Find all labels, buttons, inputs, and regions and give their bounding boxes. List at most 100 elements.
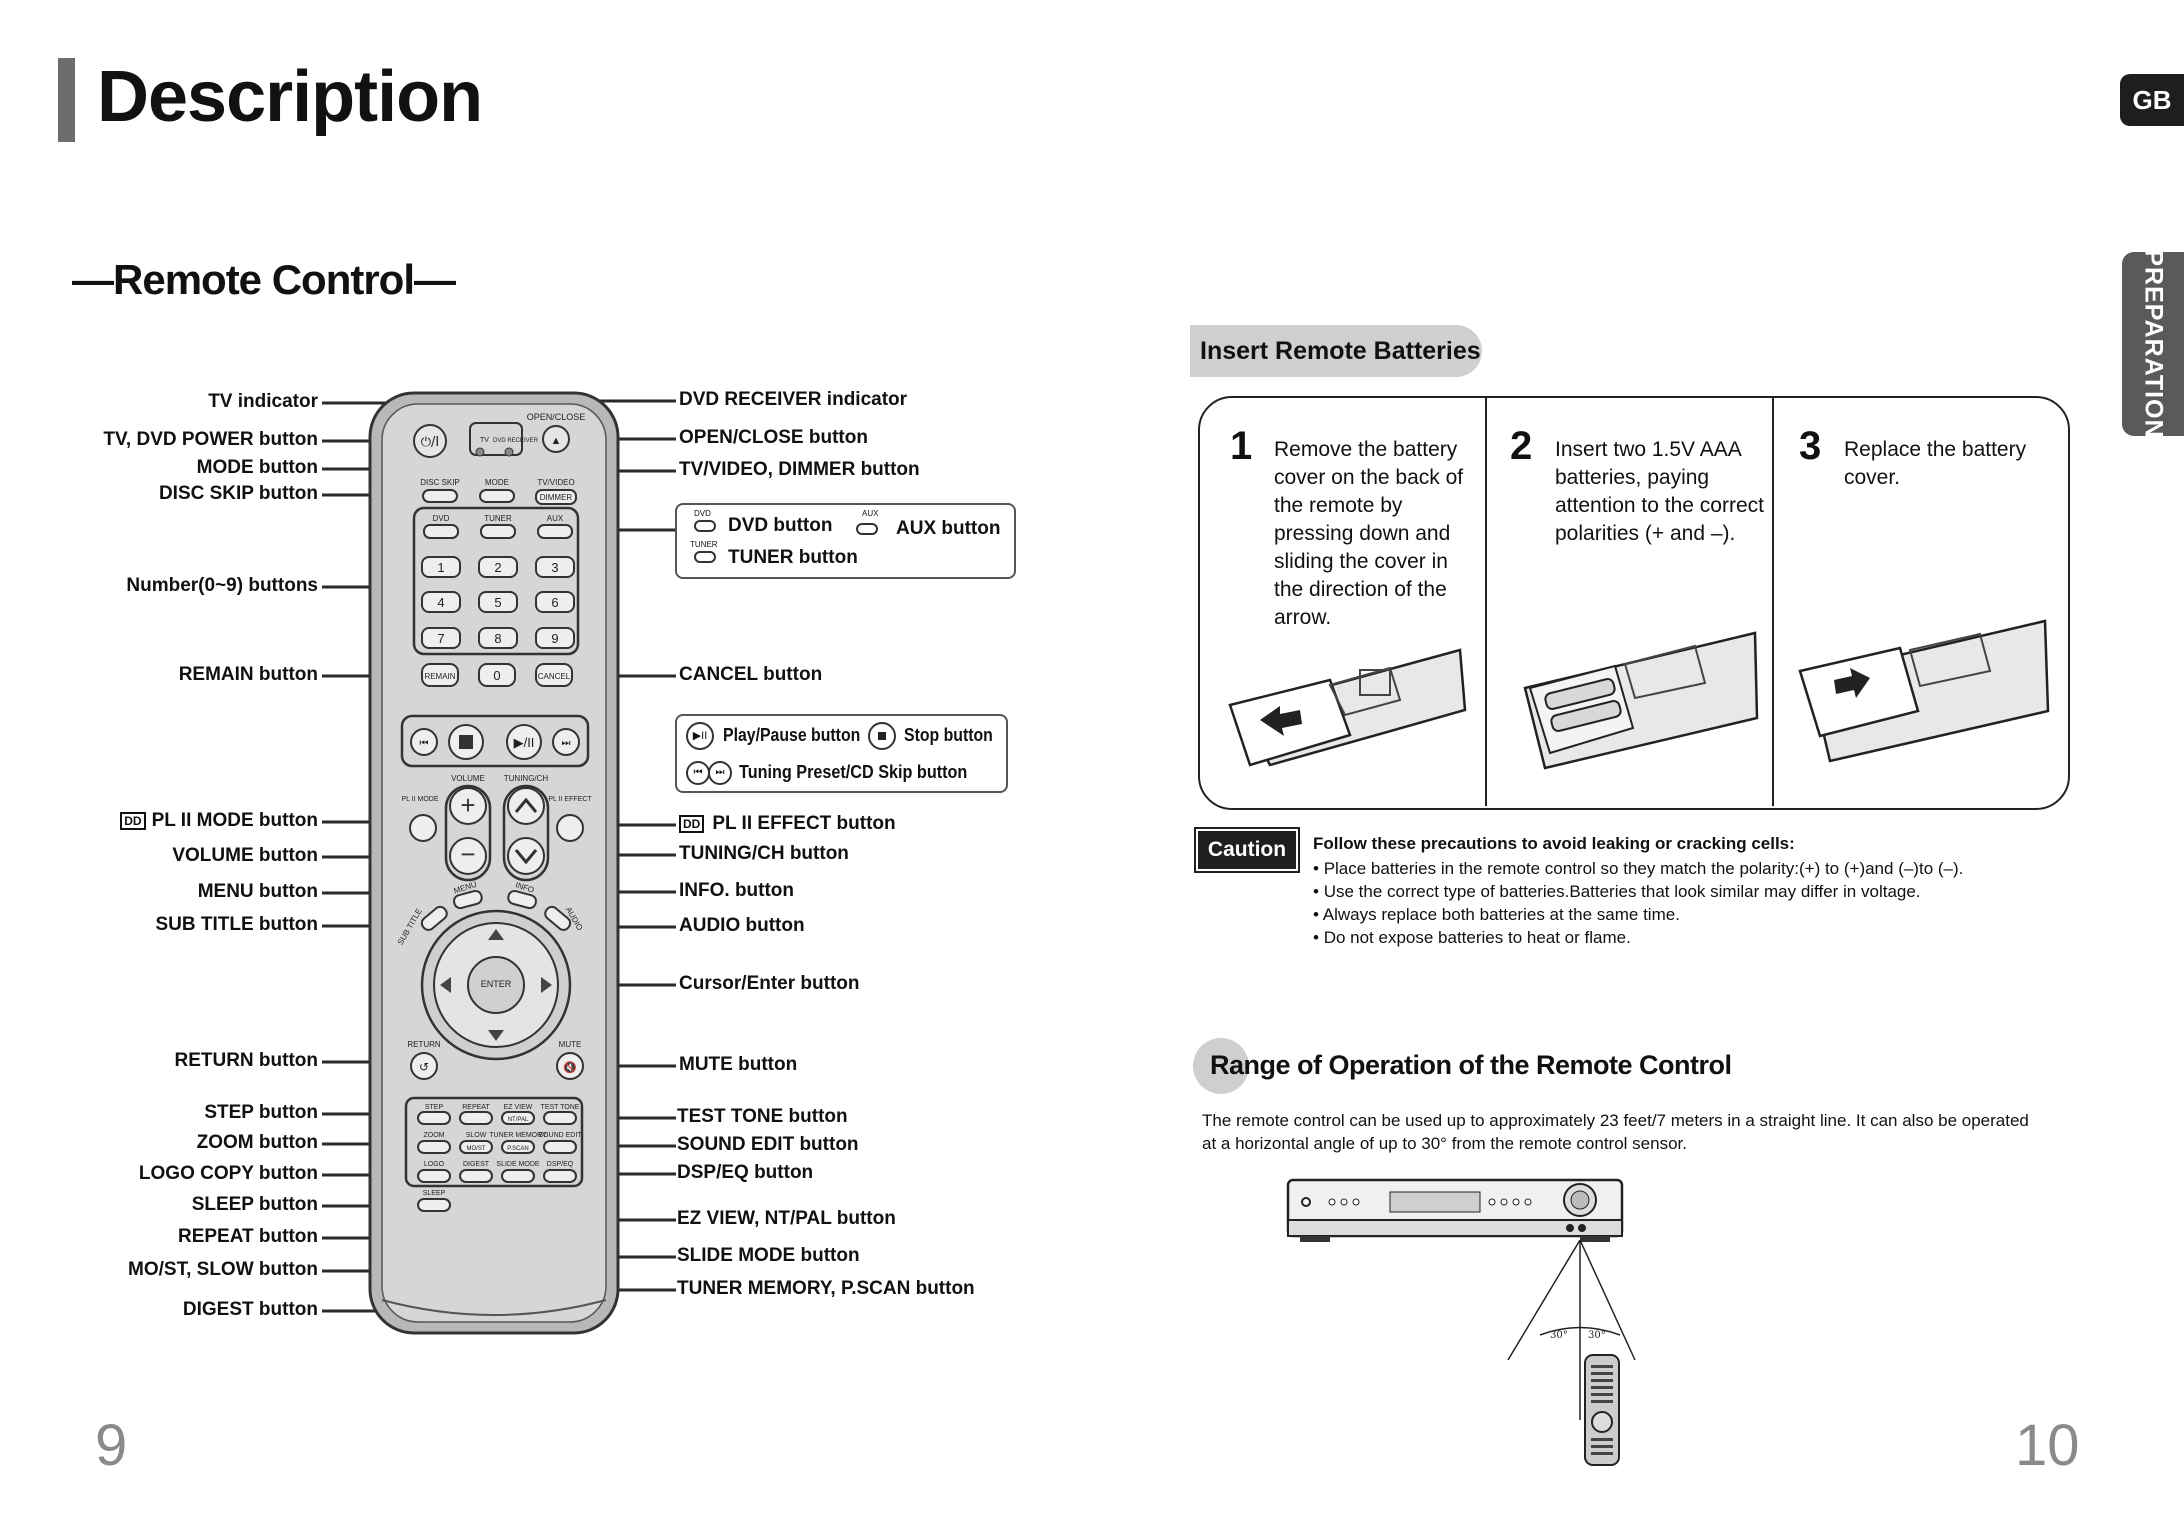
number-key <box>535 556 575 578</box>
section-tab-label: PREPARATION <box>2139 249 2168 439</box>
label-remain-button: REMAIN button <box>178 664 318 685</box>
svg-text:CANCEL: CANCEL <box>538 672 571 681</box>
label-cancel-button: CANCEL button <box>679 664 823 685</box>
svg-text:🔇: 🔇 <box>563 1061 577 1074</box>
label-tuner-memory-button: TUNER MEMORY, P.SCAN button <box>677 1278 975 1299</box>
svg-text:OPEN/CLOSE: OPEN/CLOSE <box>527 412 586 422</box>
svg-text:SLOW: SLOW <box>466 1132 487 1139</box>
svg-text:AUX: AUX <box>547 514 564 523</box>
caution-list: • Place batteries in the remote control … <box>1313 857 1963 949</box>
svg-text:+: + <box>460 790 475 820</box>
step-divider <box>1485 396 1487 806</box>
label-slide-mode-button: SLIDE MODE button <box>677 1245 860 1266</box>
number-key <box>535 591 575 613</box>
svg-text:RETURN: RETURN <box>407 1040 441 1049</box>
svg-text:PL II MODE: PL II MODE <box>401 796 438 803</box>
svg-text:TUNER MEMORY: TUNER MEMORY <box>489 1132 547 1139</box>
number-key <box>478 591 518 613</box>
step-2-number: 2 <box>1510 424 1533 468</box>
skip-label: Tuning Preset/CD Skip button <box>739 762 968 782</box>
number-key-label: 2 <box>494 560 501 575</box>
svg-text:TV: TV <box>480 437 489 444</box>
svg-text:MO/ST: MO/ST <box>467 1146 486 1152</box>
number-key-label: 7 <box>437 631 444 646</box>
label-sleep-button: SLEEP button <box>191 1194 318 1215</box>
svg-text:30°: 30° <box>1550 1330 1568 1341</box>
svg-text:DSP/EQ: DSP/EQ <box>547 1161 574 1168</box>
skip-back-icon: ⏮ <box>686 761 710 785</box>
svg-text:⏮: ⏮ <box>420 738 429 749</box>
label-cursor-enter-button: Cursor/Enter button <box>679 973 860 994</box>
list-item: • Place batteries in the remote control … <box>1313 859 1964 878</box>
batteries-title: Insert Remote Batteries <box>1200 337 1481 365</box>
svg-text:STEP: STEP <box>425 1104 444 1111</box>
step-2-text: Insert two 1.5V AAA batteries, paying at… <box>1555 438 1764 545</box>
dvd-button-icon <box>694 520 716 532</box>
page-number-right: 10 <box>2015 1413 2080 1478</box>
page-number-left: 9 <box>95 1413 128 1478</box>
page-title: Description <box>97 57 483 137</box>
tuner-tag: TUNER <box>690 540 718 549</box>
label-return-button: RETURN button <box>174 1050 318 1071</box>
number-key <box>421 556 461 578</box>
label-tv-video-button: TV/VIDEO, DIMMER button <box>679 459 920 480</box>
svg-text:30°: 30° <box>1588 1330 1606 1341</box>
svg-text:TUNER: TUNER <box>484 514 512 523</box>
svg-text:PL II EFFECT: PL II EFFECT <box>548 796 592 803</box>
battery-step-2-illustration <box>1523 631 1759 770</box>
number-key <box>478 627 518 649</box>
label-dsp-eq-button: DSP/EQ button <box>677 1162 814 1183</box>
list-item: • Always replace both batteries at the s… <box>1313 905 1680 924</box>
number-key <box>478 556 518 578</box>
number-key <box>421 591 461 613</box>
aux-button-label: AUX button <box>896 518 1001 539</box>
number-key-label: 4 <box>437 595 444 610</box>
label-number-buttons: Number(0~9) buttons <box>126 575 318 596</box>
remote-diagram: ⏻/I ▲ OPEN/CLOSE TV DVD RECEIVER DISC SK… <box>322 391 676 1335</box>
label-open-close-button: OPEN/CLOSE button <box>679 427 868 448</box>
svg-text:⏭: ⏭ <box>562 738 571 749</box>
label-zoom-button: ZOOM button <box>196 1132 318 1153</box>
label-repeat-button: REPEAT button <box>177 1226 318 1247</box>
label-dvd-receiver-indicator: DVD RECEIVER indicator <box>679 389 908 410</box>
svg-text:REPEAT: REPEAT <box>462 1104 490 1111</box>
svg-text:P.SCAN: P.SCAN <box>507 1146 529 1152</box>
svg-text:DIGEST: DIGEST <box>463 1161 490 1168</box>
section-tab: PREPARATION <box>2122 249 2184 439</box>
svg-text:DISC SKIP: DISC SKIP <box>420 478 460 487</box>
aux-tag: AUX <box>862 509 879 518</box>
svg-text:MUTE: MUTE <box>559 1040 582 1049</box>
svg-text:TV/VIDEO: TV/VIDEO <box>537 478 574 487</box>
remote-control-illustration: ⏻/I ▲ OPEN/CLOSE TV DVD RECEIVER DISC SK… <box>368 391 620 1335</box>
svg-text:ENTER: ENTER <box>481 979 512 989</box>
dolby-icon: DD <box>679 814 705 833</box>
svg-text:DVD: DVD <box>433 514 450 523</box>
number-key-label: 5 <box>494 595 501 610</box>
stop-label: Stop button <box>904 725 993 745</box>
svg-text:0: 0 <box>493 668 500 683</box>
step-1-text: Remove the battery cover on the back of … <box>1274 438 1464 629</box>
battery-step-3-illustration <box>1798 619 2050 763</box>
function-buttons-box <box>675 503 1016 579</box>
range-section-marker <box>1193 1038 1249 1094</box>
play-pause-label: Play/Pause button <box>723 725 861 745</box>
number-key-label: 6 <box>551 595 558 610</box>
label-tv-indicator: TV indicator <box>208 391 318 412</box>
number-key-label: 9 <box>551 631 558 646</box>
svg-text:TUNING/CH: TUNING/CH <box>504 774 549 783</box>
batteries-section-header: Insert Remote Batteries <box>1190 325 1482 377</box>
play-pause-icon: ▶II <box>686 722 714 750</box>
label-step-button: STEP button <box>204 1102 318 1123</box>
skip-forward-icon: ⏭ <box>708 761 732 785</box>
dolby-icon: DD <box>120 811 146 830</box>
step-divider <box>1772 396 1774 806</box>
svg-text:REMAIN: REMAIN <box>424 672 455 681</box>
language-tab: GB <box>2120 74 2184 126</box>
label-volume-button: VOLUME button <box>172 845 318 866</box>
dvd-button-label: DVD button <box>728 515 833 536</box>
stop-icon <box>868 722 896 750</box>
svg-text:SLEEP: SLEEP <box>423 1190 446 1197</box>
svg-text:NT/PAL: NT/PAL <box>508 1117 529 1123</box>
label-tuning-ch-button: TUNING/CH button <box>679 843 849 864</box>
